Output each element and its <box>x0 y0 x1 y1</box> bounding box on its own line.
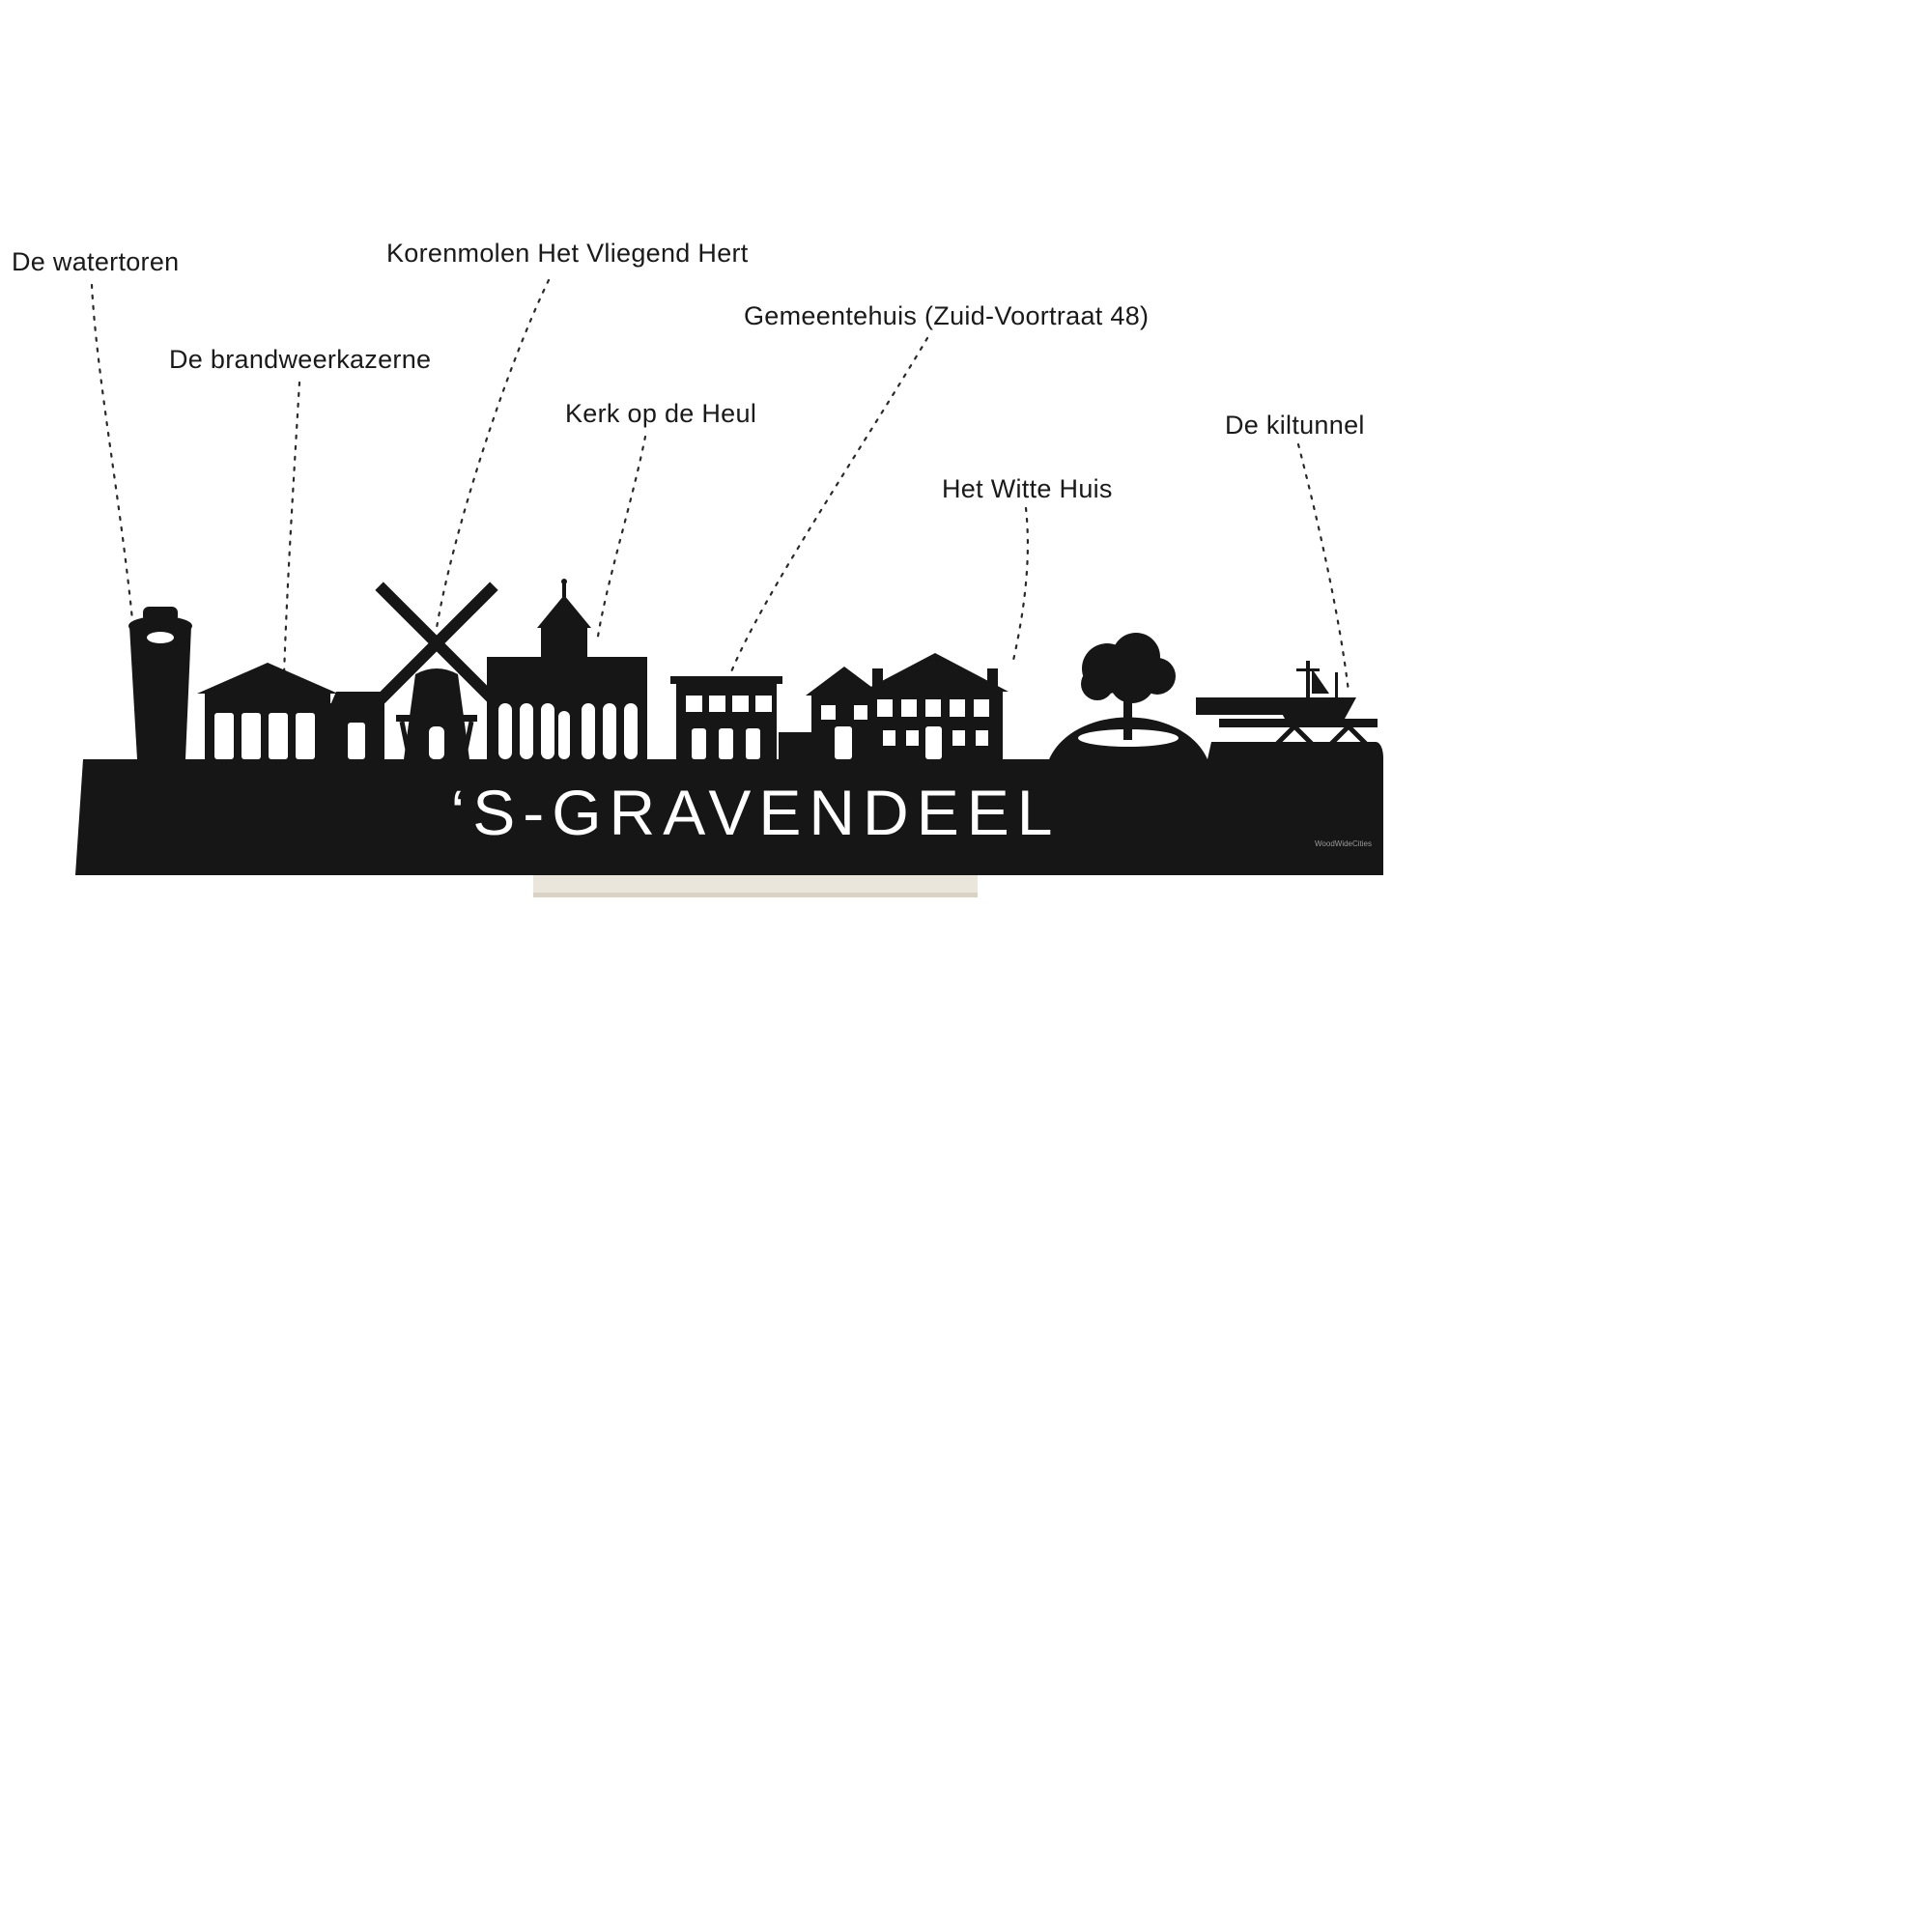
small-house-shape <box>806 667 883 759</box>
connector-korenmolen <box>435 278 551 630</box>
connector-brandweerkazerne <box>282 381 301 678</box>
tree-shape <box>1078 633 1179 747</box>
label-witte-huis: Het Witte Huis <box>942 474 1113 503</box>
label-kerk: Kerk op de Heul <box>565 399 757 428</box>
label-kiltunnel: De kiltunnel <box>1225 411 1365 440</box>
connector-gemeentehuis <box>728 336 929 676</box>
display-stand <box>533 875 978 897</box>
watermark-text: WoodWideCities <box>1315 839 1372 848</box>
label-brandweerkazerne: De brandweerkazerne <box>169 345 432 374</box>
city-name-cutout: ‘S-GRAVENDEEL <box>451 777 1061 848</box>
label-gemeentehuis: Gemeentehuis (Zuid-Voortraat 48) <box>744 301 1150 330</box>
connector-witte-huis <box>1010 506 1030 667</box>
white-house-shape <box>862 653 1009 759</box>
silhouette-base <box>75 717 1383 875</box>
label-watertoren: De watertoren <box>12 247 180 276</box>
connector-watertoren <box>90 283 135 632</box>
windmill-shape <box>375 582 498 760</box>
label-korenmolen: Korenmolen Het Vliegend Hert <box>386 239 749 268</box>
fire-station-shape <box>197 663 384 759</box>
connector-lines <box>90 278 1350 694</box>
church-shape <box>487 579 647 759</box>
kiltunnel-bridge-shape <box>1196 661 1378 746</box>
water-tower-shape <box>128 607 192 759</box>
connector-kerk <box>595 435 647 644</box>
town-hall-shape <box>670 676 811 759</box>
connector-kiltunnel <box>1296 442 1350 694</box>
